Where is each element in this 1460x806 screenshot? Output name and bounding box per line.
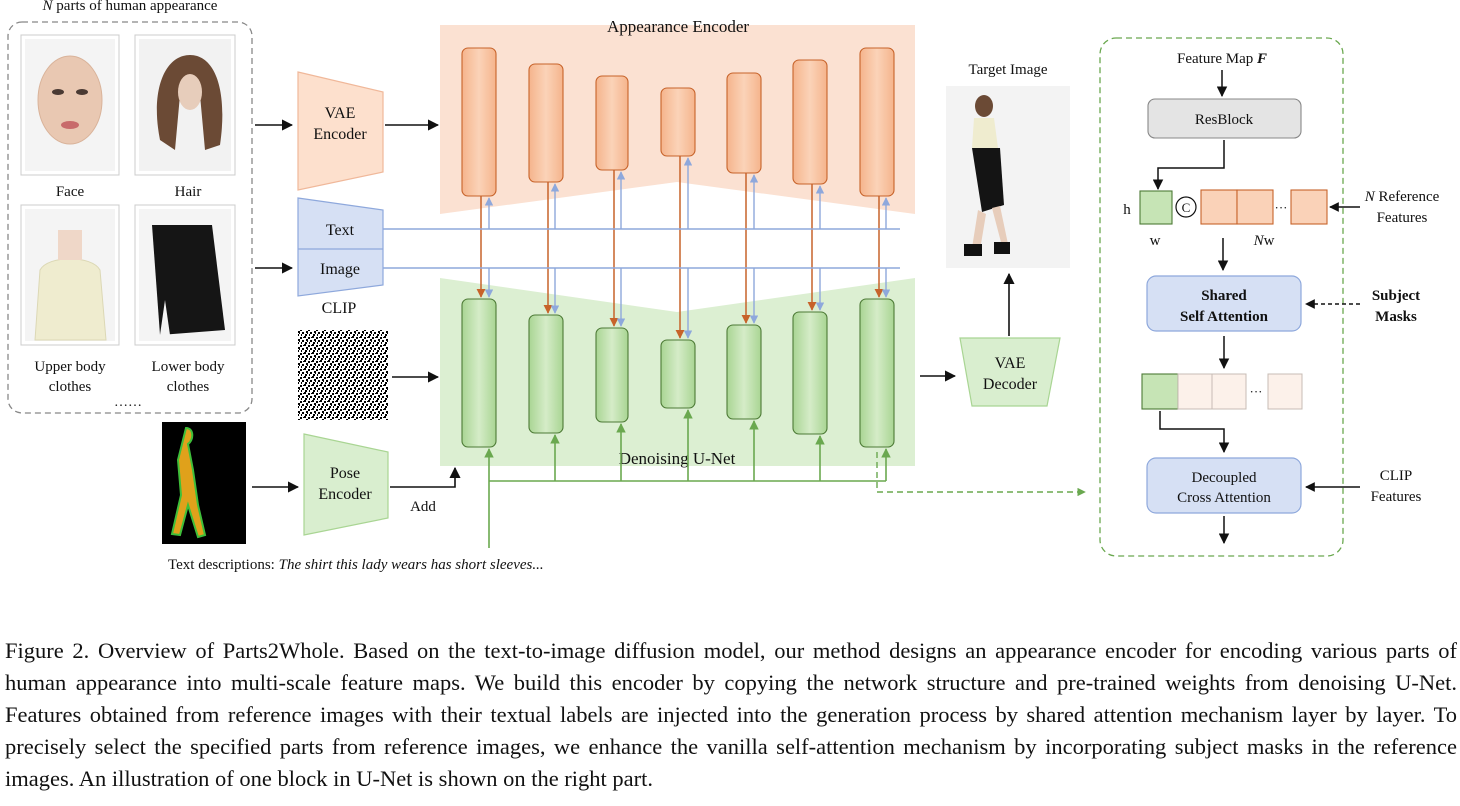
appearance-encoder-layers (461, 47, 895, 197)
figure-caption: Figure 2. Overview of Parts2Whole. Based… (5, 637, 1457, 791)
output-ellipsis: ··· (1250, 384, 1263, 399)
block-detail-panel (1099, 37, 1344, 557)
feature-injection-arrows (476, 156, 884, 339)
shared-label-2: Self Attention (1180, 309, 1269, 325)
lower-body-image (134, 204, 236, 346)
vae-encoder-label-2: Encoder (313, 126, 367, 143)
clip-label: CLIP (322, 300, 357, 317)
parts-panel-frame (7, 21, 253, 414)
clip-encoder-block (297, 197, 384, 297)
add-label: Add (410, 499, 436, 515)
more-parts-ellipsis: …… (114, 395, 142, 410)
reference-feature-n (1290, 189, 1328, 225)
detail-link-dashed (876, 452, 1086, 497)
appearance-layer-1 (461, 47, 497, 197)
vae-encoder-label-1: VAE (325, 105, 356, 122)
denoising-unet-title: Denoising U-Net (619, 449, 736, 468)
shared-label-1: Shared (1201, 288, 1247, 304)
denoising-unet-layers (461, 298, 895, 448)
clip-text-label: Text (326, 222, 355, 239)
shared-self-attention-box (1146, 275, 1302, 332)
h-label: h (1123, 202, 1131, 218)
unet-layer-3 (595, 327, 629, 423)
nw-label: Nw (1253, 233, 1275, 249)
vae-decoder-label-1: VAE (995, 355, 1026, 372)
unet-layer-6 (792, 311, 828, 435)
feature-map-label: Feature Map F (1177, 51, 1267, 67)
reference-feature-2 (1236, 189, 1274, 225)
resblock-box (1147, 98, 1302, 139)
reference-ellipsis: ··· (1275, 200, 1288, 215)
appearance-layer-5 (726, 72, 762, 174)
hair-image (134, 34, 236, 176)
target-image (946, 86, 1070, 268)
vae-decoder-block (959, 337, 1061, 407)
subject-masks-label-1: Subject (1372, 288, 1420, 304)
target-image-title: Target Image (968, 62, 1047, 78)
unet-layer-2 (528, 314, 564, 434)
clip-features-label-2: Features (1371, 489, 1422, 505)
decoupled-label-1: Decoupled (1192, 470, 1257, 486)
n-reference-label-2: Features (1377, 210, 1428, 226)
unet-layer-5 (726, 324, 762, 420)
appearance-layer-2 (528, 63, 564, 183)
query-feature-block (1139, 190, 1173, 225)
upper-body-label-1: Upper body (34, 359, 106, 375)
lower-body-label-1: Lower body (152, 359, 225, 375)
clip-features-label-1: CLIP (1380, 468, 1413, 484)
output-ref-block-n (1267, 373, 1303, 410)
overview-figure: N parts of human appearance Face Hair Up… (7, 0, 1440, 573)
pose-encoder-label-1: Pose (330, 465, 360, 482)
vae-encoder-block (297, 71, 384, 191)
clip-feature-arrows (383, 157, 900, 339)
unet-layer-4 (660, 339, 696, 409)
unet-layer-7 (859, 298, 895, 448)
face-image (20, 34, 120, 176)
parts-panel-title: N parts of human appearance (42, 0, 218, 14)
unet-layer-1 (461, 298, 497, 448)
appearance-encoder-title: Appearance Encoder (607, 17, 749, 36)
appearance-layer-3 (595, 75, 629, 171)
appearance-layer-4 (660, 87, 696, 157)
pose-encoder-label-2: Encoder (318, 486, 372, 503)
pose-encoder-block (303, 433, 389, 536)
pose-to-unet-arrow (390, 466, 461, 488)
decoupled-cross-attention-box (1146, 457, 1302, 514)
text-descriptions: Text descriptions: The shirt this lady w… (168, 557, 544, 573)
hair-label: Hair (175, 184, 202, 200)
upper-body-image (20, 204, 120, 346)
appearance-layer-6 (792, 59, 828, 185)
resblock-label: ResBlock (1195, 112, 1254, 128)
noise-image (298, 330, 388, 420)
decoupled-label-2: Cross Attention (1177, 490, 1271, 506)
pose-figure (170, 426, 207, 539)
vae-decoder-label-2: Decoder (983, 376, 1038, 393)
face-label: Face (56, 184, 85, 200)
w-label: w (1150, 233, 1161, 249)
lower-body-label-2: clothes (167, 379, 210, 395)
concat-icon (1175, 196, 1197, 218)
subject-masks-label-2: Masks (1375, 309, 1417, 325)
concat-symbol: C (1182, 200, 1191, 215)
upper-body-label-2: clothes (49, 379, 92, 395)
output-ref-block-1 (1177, 373, 1213, 410)
n-reference-label-1: N Reference (1364, 189, 1440, 205)
appearance-layer-7 (859, 47, 895, 197)
clip-image-label: Image (320, 261, 360, 278)
text-description-arrows (484, 409, 891, 548)
reference-feature-1 (1200, 189, 1238, 225)
output-ref-block-2 (1211, 373, 1247, 410)
resblock-to-h-arrow (1152, 140, 1225, 191)
output-feature-block (1141, 373, 1179, 410)
